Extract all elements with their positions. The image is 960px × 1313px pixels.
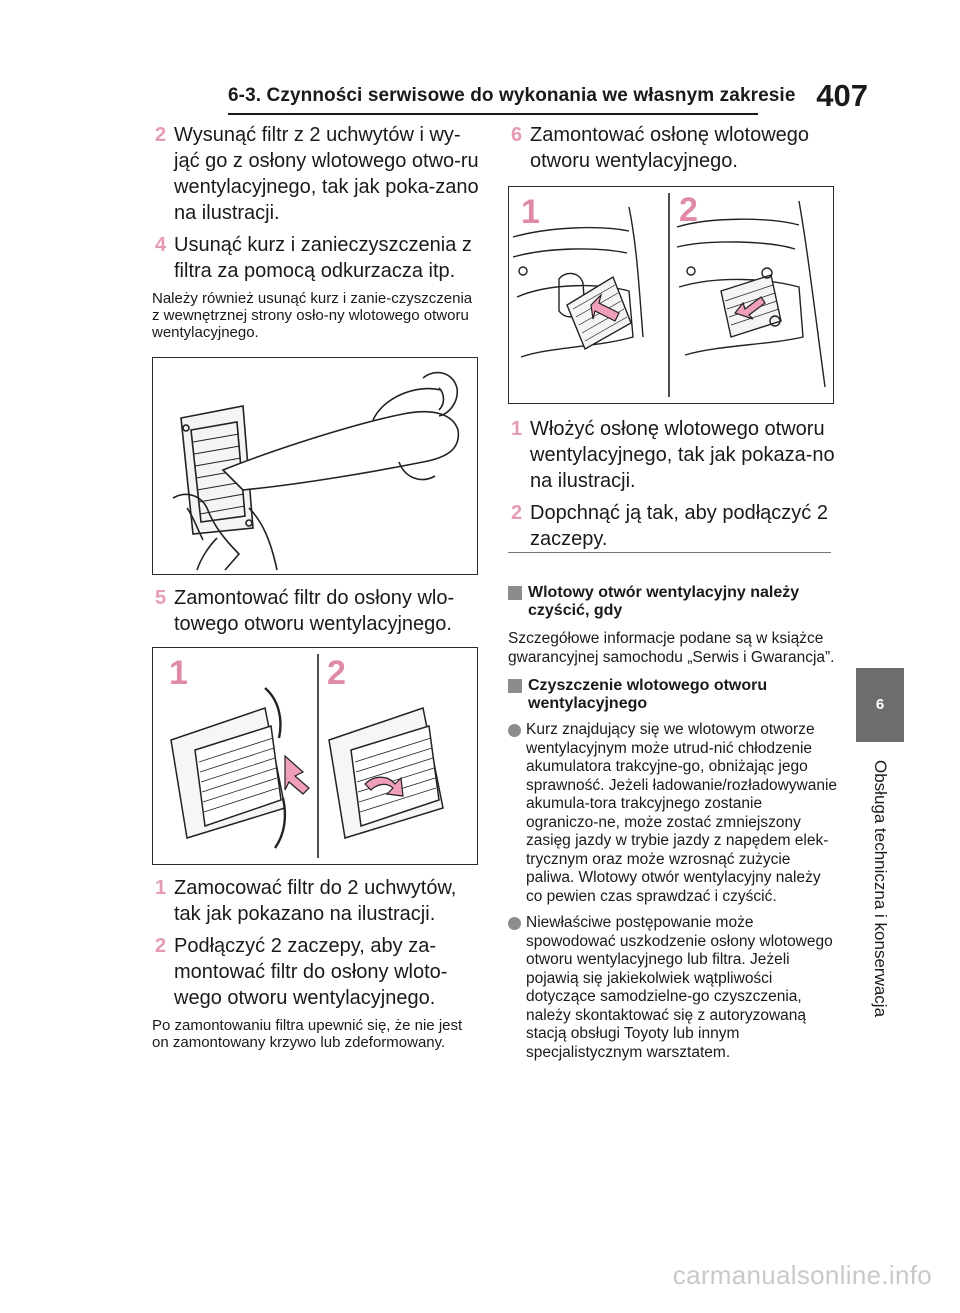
header-divider [228,113,758,115]
vacuum-illustration [172,371,460,571]
round-bullet-icon [508,724,521,737]
section-divider [508,552,831,553]
figure-label-2: 2 [327,654,346,692]
section-title: 6-3. Czynności serwisowe do wykonania we… [228,85,796,106]
step-text: Zamocować filtr do 2 uchwytów, tak jak p… [174,877,457,925]
section-body-warranty: Szczegółowe informacje podane są w książ… [508,630,835,666]
note-cover-cleaning: Należy również usunąć kurz i zanie-czysz… [152,290,473,341]
step-text: Włożyć osłonę wlotowego otworu wentylacy… [530,418,835,492]
step-5: 5 Zamontować filtr do osłony wlo-towego … [152,585,482,637]
chapter-label: Obsługa techniczna i konserwacja [862,760,898,1040]
right-column: 6 Zamontować osłonę wlotowego otworu wen… [508,122,838,1062]
heading-text: Wlotowy otwór wentylacyjny należy czyści… [528,584,800,619]
step-number: 6 [511,124,523,146]
chapter-tab[interactable]: 6 [856,668,904,742]
step-text: Usunąć kurz i zanieczyszczenia z filtra … [174,234,472,282]
figure-mount-filter: 1 2 [152,647,478,865]
step-text: Zamontować filtr do osłony wlo-towego ot… [174,587,455,635]
square-bullet-icon [508,679,522,693]
mount-filter-illustration [170,654,444,858]
sub-step-1: 1 Włożyć osłonę wlotowego otworu wentyla… [508,416,838,494]
step-2: 2 Wysunąć filtr z 2 uchwytów i wy-jąć go… [152,122,482,226]
heading-text: Czyszczenie wlotowego otworu wentylacyjn… [528,677,768,712]
step-number: 1 [511,418,523,440]
step-number: 2 [155,935,167,957]
page-number: 407 [816,78,868,113]
step-number: 1 [155,877,167,899]
bullet-dust-effect: Kurz znajdujący się we wlotowym otworze … [508,721,838,906]
chapter-label-text: Obsługa techniczna i konserwacja [871,760,890,1018]
step-number: 4 [155,234,167,256]
left-column: 2 Wysunąć filtr z 2 uchwytów i wy-jąć go… [152,122,482,1051]
section-heading-cleaning: Czyszczenie wlotowego otworu wentylacyjn… [508,677,838,713]
section-heading-when-clean: Wlotowy otwór wentylacyjny należy czyści… [508,584,838,620]
sub-step-2: 2 Podłączyć 2 zaczepy, aby za-montować f… [152,933,482,1011]
figure-vacuum-filter [152,357,478,575]
step-text: Podłączyć 2 zaczepy, aby za-montować fil… [174,935,448,1009]
bullet-text: Kurz znajdujący się we wlotowym otworze … [526,721,838,905]
watermark: carmanualsonline.info [672,1260,932,1290]
sub-step-1: 1 Zamocować filtr do 2 uchwytów, tak jak… [152,875,482,927]
round-bullet-icon [508,917,521,930]
install-cover-illustration [512,193,826,397]
figure-label-1: 1 [521,193,540,231]
step-number: 5 [155,587,167,609]
figure-label-2: 2 [679,191,698,229]
step-number: 2 [155,124,167,146]
step-text: Wysunąć filtr z 2 uchwytów i wy-jąć go z… [174,124,479,224]
bullet-text: Niewłaściwe postępowanie może spowodować… [526,914,833,1061]
step-6: 6 Zamontować osłonę wlotowego otworu wen… [508,122,838,174]
page-header: 6-3. Czynności serwisowe do wykonania we… [228,78,868,113]
note-after-mounting: Po zamontowaniu filtra upewnić się, że n… [152,1017,463,1051]
sub-step-2: 2 Dopchnąć ją tak, aby podłączyć 2 zacze… [508,500,838,552]
step-number: 2 [511,502,523,524]
step-text: Zamontować osłonę wlotowego otworu wenty… [530,124,810,172]
figure-install-cover: 1 2 [508,186,834,404]
figure-label-1: 1 [169,654,188,692]
step-4: 4 Usunąć kurz i zanieczyszczenia z filtr… [152,232,482,284]
bullet-improper-handling: Niewłaściwe postępowanie może spowodować… [508,914,838,1062]
square-bullet-icon [508,586,522,600]
step-text: Dopchnąć ją tak, aby podłączyć 2 zaczepy… [530,502,828,550]
